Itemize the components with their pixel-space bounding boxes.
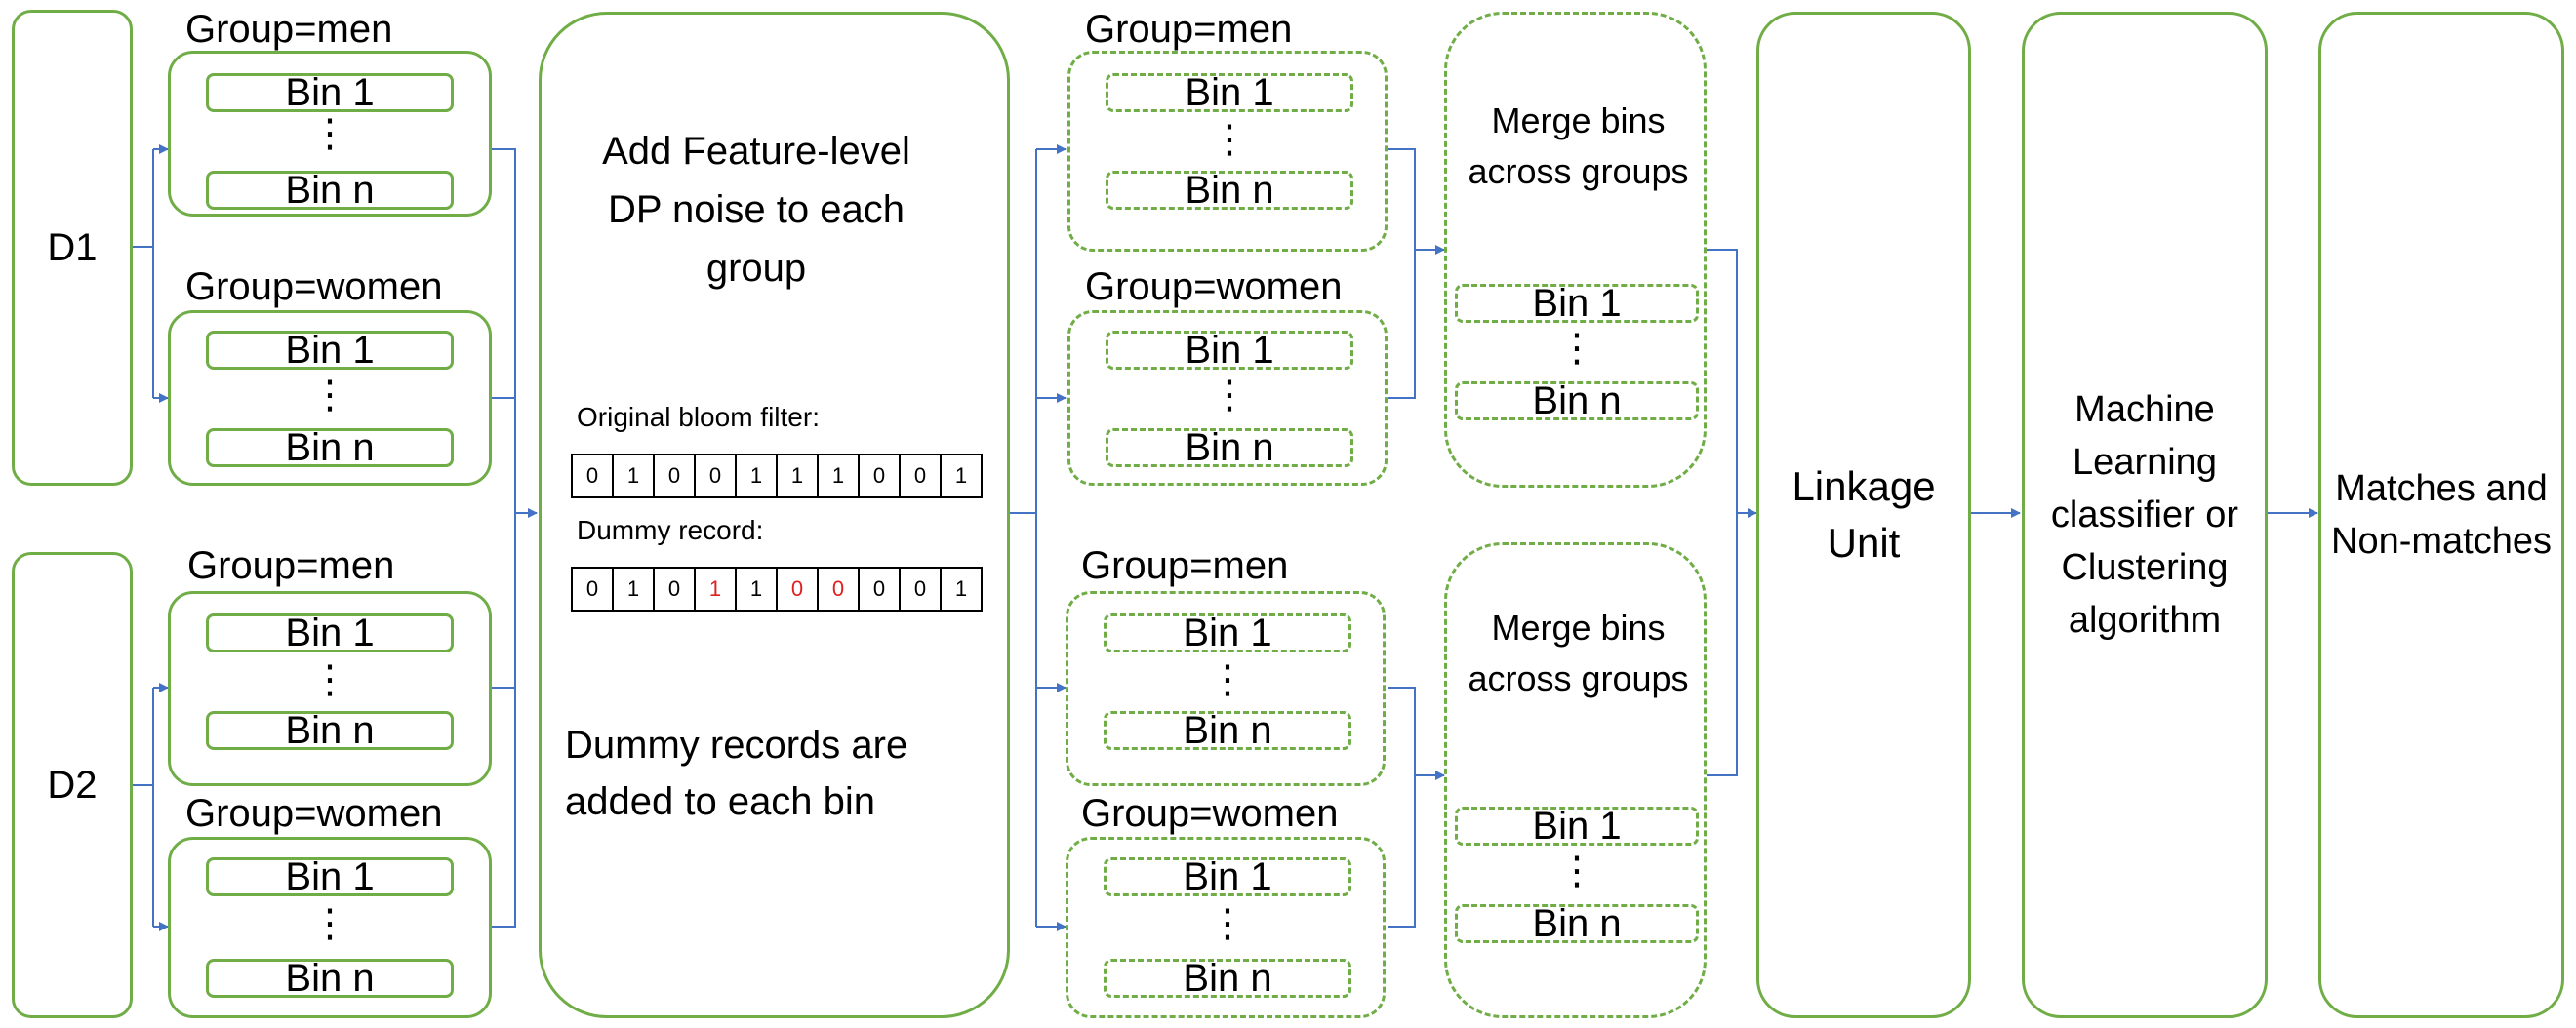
- output-box: Matches and Non-matches: [2318, 12, 2564, 1018]
- dummy-records-note: Dummy records are added to each bin: [565, 724, 908, 823]
- linkage-unit: Linkage Unit: [1756, 12, 1971, 1018]
- merged-bin-first: Bin 1: [1455, 807, 1699, 846]
- dummy-record-bit: 1: [940, 567, 983, 612]
- original-bloom-bit: 0: [694, 454, 737, 498]
- noisy-group-label-men: Group=men: [1085, 8, 1293, 51]
- connector-to-merge-top: [1388, 148, 1444, 399]
- dummy-record-bit: 1: [735, 567, 778, 612]
- dummy-record-label: Dummy record:: [577, 515, 764, 545]
- connector-d1-men: [133, 149, 168, 398]
- original-bloom-bit: 0: [899, 454, 942, 498]
- source-d2-label: D2: [47, 764, 98, 807]
- merge-bins-label: Merge bins across groups: [1468, 100, 1689, 191]
- original-bloom-bit: 1: [612, 454, 655, 498]
- group-box-women: Bin 1 ⋮ Bin n: [168, 837, 492, 1018]
- bin-last: Bin n: [206, 959, 454, 998]
- group-label-women: Group=women: [185, 792, 443, 835]
- bin-ellipsis: ⋮: [310, 374, 349, 416]
- noisy-group-box-men: Bin 1 ⋮ Bin n: [1066, 591, 1386, 786]
- dummy-record-bit: 0: [571, 567, 614, 612]
- bin-first: Bin 1: [206, 613, 454, 652]
- classifier-box: Machine Learning classifier or Clusterin…: [2022, 12, 2268, 1018]
- dummy-record-bit: 1: [694, 567, 737, 612]
- dummy-record-bit: 0: [858, 567, 901, 612]
- original-bloom-bit: 0: [858, 454, 901, 498]
- noisy-bin-first: Bin 1: [1104, 613, 1351, 652]
- original-bloom-bit: 1: [940, 454, 983, 498]
- linkage-unit-label: Linkage Unit: [1791, 463, 1936, 566]
- bin-first: Bin 1: [206, 857, 454, 896]
- merge-bins-box: Merge bins across groups Bin 1 ⋮ Bin n: [1444, 12, 1707, 488]
- bin-last: Bin n: [206, 428, 454, 467]
- connector-d2-men: [133, 688, 168, 927]
- source-d2: D2: [12, 552, 133, 1018]
- bin-ellipsis: ⋮: [310, 902, 349, 945]
- group-label-women: Group=women: [185, 265, 443, 308]
- noisy-bin-last: Bin n: [1106, 428, 1353, 467]
- dummy-record-bit: 0: [776, 567, 819, 612]
- original-bloom-bit: 1: [817, 454, 860, 498]
- group-box-women: Bin 1 ⋮ Bin n: [168, 310, 492, 486]
- dummy-record-bit: 0: [653, 567, 696, 612]
- classifier-label: Machine Learning classifier or Clusterin…: [2050, 389, 2239, 641]
- source-d1: D1: [12, 10, 133, 486]
- noisy-bin-first: Bin 1: [1106, 331, 1353, 370]
- noisy-group-box-women: Bin 1 ⋮ Bin n: [1067, 310, 1388, 486]
- original-bloom-bit: 1: [776, 454, 819, 498]
- dummy-record-bit: 0: [817, 567, 860, 612]
- merge-bins-label: Merge bins across groups: [1468, 608, 1689, 698]
- dummy-record-bit: 1: [612, 567, 655, 612]
- group-box-men: Bin 1 ⋮ Bin n: [168, 51, 492, 217]
- merged-bin-last: Bin n: [1455, 904, 1699, 943]
- group-box-men: Bin 1 ⋮ Bin n: [168, 591, 492, 786]
- bin-ellipsis: ⋮: [310, 112, 349, 155]
- original-bloom-bit: 0: [653, 454, 696, 498]
- noisy-bin-ellipsis: ⋮: [1210, 374, 1249, 416]
- original-bloom-bit: 1: [735, 454, 778, 498]
- noisy-bin-first: Bin 1: [1106, 73, 1353, 112]
- noisy-bin-ellipsis: ⋮: [1210, 118, 1249, 161]
- noisy-bin-ellipsis: ⋮: [1208, 902, 1247, 945]
- group-label-men: Group=men: [185, 8, 393, 51]
- bin-ellipsis: ⋮: [310, 658, 349, 701]
- noisy-bin-last: Bin n: [1106, 171, 1353, 210]
- source-d1-label: D1: [47, 226, 98, 269]
- bin-last: Bin n: [206, 171, 454, 210]
- noisy-bin-ellipsis: ⋮: [1208, 658, 1247, 701]
- merged-bin-first: Bin 1: [1455, 284, 1699, 323]
- connector-noise-out: [1010, 149, 1037, 927]
- noisy-group-box-women: Bin 1 ⋮ Bin n: [1066, 837, 1386, 1018]
- noisy-bin-first: Bin 1: [1104, 857, 1351, 896]
- connector-to-merge-bottom: [1388, 687, 1444, 928]
- noisy-bin-last: Bin n: [1104, 959, 1351, 998]
- bin-first: Bin 1: [206, 331, 454, 370]
- dummy-record-bit: 0: [899, 567, 942, 612]
- output-label: Matches and Non-matches: [2331, 468, 2552, 562]
- noisy-group-label-women: Group=women: [1085, 265, 1343, 308]
- noisy-group-box-men: Bin 1 ⋮ Bin n: [1067, 51, 1388, 252]
- original-bloom-bit: 0: [571, 454, 614, 498]
- dp-noise-box: Add Feature-level DP noise to each group…: [539, 12, 1010, 1018]
- noisy-group-label-women: Group=women: [1081, 792, 1339, 835]
- merged-bin-ellipsis: ⋮: [1557, 850, 1596, 892]
- group-label-men: Group=men: [187, 544, 395, 587]
- noisy-bin-last: Bin n: [1104, 711, 1351, 750]
- original-bloom-label: Original bloom filter:: [577, 402, 820, 432]
- noisy-group-label-men: Group=men: [1081, 544, 1289, 587]
- bin-first: Bin 1: [206, 73, 454, 112]
- bin-last: Bin n: [206, 711, 454, 750]
- connector-groups-noise: [492, 148, 537, 928]
- merged-bin-ellipsis: ⋮: [1557, 327, 1596, 370]
- dp-noise-title: Add Feature-level DP noise to each group: [602, 130, 910, 290]
- merged-bin-last: Bin n: [1455, 381, 1699, 420]
- merge-bins-box: Merge bins across groups Bin 1 ⋮ Bin n: [1444, 542, 1707, 1018]
